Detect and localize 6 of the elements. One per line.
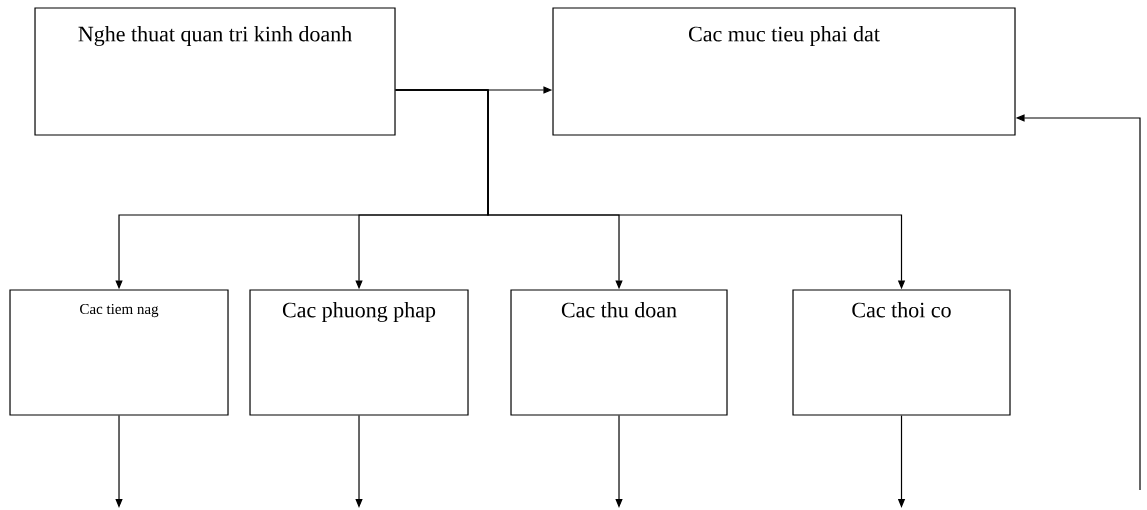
process-box: Cac phuong phap — [249, 289, 469, 416]
process-box: Cac thu doan — [510, 289, 728, 416]
process-box: Cac tiem nag — [9, 289, 229, 416]
process-box: Nghe thuat quan tri kinh doanh — [34, 7, 396, 136]
process-box: Cac muc tieu phai dat — [552, 7, 1016, 136]
process-box: Cac thoi co — [792, 289, 1011, 416]
